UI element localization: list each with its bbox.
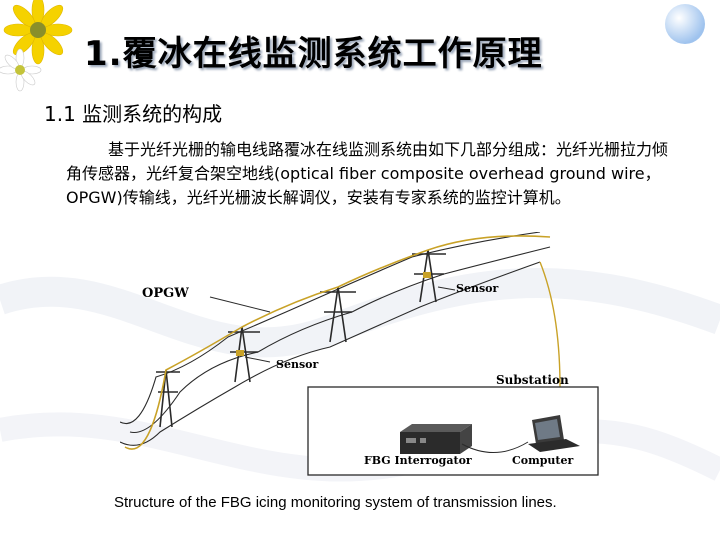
label-opgw: OPGW [142, 286, 189, 301]
daisy-flower-icon [0, 0, 73, 92]
label-fbg-interrogator: FBG Interrogator [364, 454, 472, 467]
tower-third [320, 286, 356, 343]
body-paragraph: 基于光纤光栅的输电线路覆冰在线监测系统由如下几部分组成：光纤光栅拉力倾角传感器，… [66, 140, 669, 207]
transmission-line-drawing [120, 232, 599, 476]
label-computer: Computer [512, 454, 574, 467]
bubble-icon [665, 4, 705, 44]
opgw-line [124, 235, 551, 450]
computer-icon [528, 415, 580, 452]
section-subtitle: 1.1 监测系统的构成 [44, 102, 223, 126]
sensor-marker-icon [236, 350, 244, 356]
fbg-interrogator-icon [400, 424, 472, 454]
label-sensor-bottom: Sensor [276, 358, 319, 371]
slide-title: 1.覆冰在线监测系统工作原理 [84, 34, 543, 74]
sensor-marker-icon [423, 272, 431, 278]
label-substation: Substation [496, 373, 569, 387]
label-sensor-top: Sensor [456, 282, 499, 295]
system-diagram: OPGW Sensor Sensor Substation FBG Interr… [120, 232, 660, 482]
figure-caption: Structure of the FBG icing monitoring sy… [114, 494, 557, 511]
